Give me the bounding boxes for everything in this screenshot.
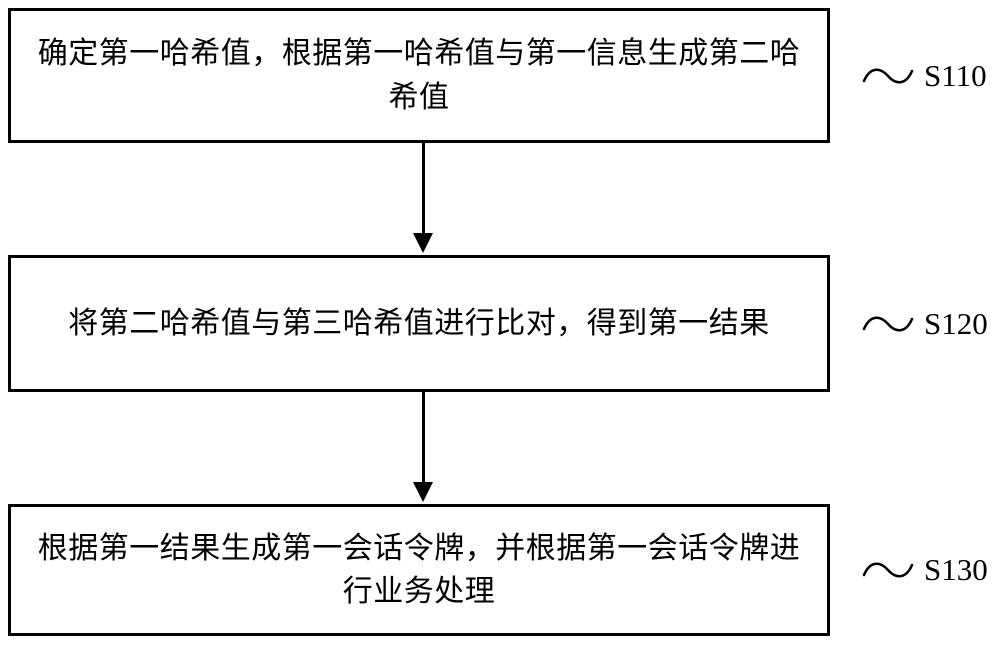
arrow-head-icon xyxy=(413,482,433,502)
step-label-group-s120: S120 xyxy=(862,306,988,342)
step-box-s120: 将第二哈希值与第三哈希值进行比对，得到第一结果 xyxy=(8,255,830,392)
step-label-s130: S130 xyxy=(924,552,988,587)
arrow-down-1 xyxy=(8,143,838,255)
step-text-s110: 确定第一哈希值，根据第一哈希值与第一信息生成第二哈希值 xyxy=(37,37,801,114)
step-row-s130: 根据第一结果生成第一会话令牌，并根据第一会话令牌进行业务处理 S130 xyxy=(0,504,1000,636)
step-row-s110: 确定第一哈希值，根据第一哈希值与第一信息生成第二哈希值 S110 xyxy=(0,8,1000,143)
step-label-group-s130: S130 xyxy=(862,552,988,588)
arrow-head-icon xyxy=(413,233,433,253)
step-box-s110: 确定第一哈希值，根据第一哈希值与第一信息生成第二哈希值 xyxy=(8,8,830,143)
step-label-s120: S120 xyxy=(924,305,988,341)
squiggle-connector-icon xyxy=(862,316,914,331)
step-row-s120: 将第二哈希值与第三哈希值进行比对，得到第一结果 S120 xyxy=(0,255,1000,392)
squiggle-connector-icon xyxy=(862,562,914,578)
step-text-s130: 根据第一结果生成第一会话令牌，并根据第一会话令牌进行业务处理 xyxy=(37,531,801,609)
step-label-group-s110: S110 xyxy=(862,58,987,94)
squiggle-connector-icon xyxy=(862,68,914,83)
arrow-line xyxy=(421,392,425,482)
step-label-s110: S110 xyxy=(924,57,987,93)
step-box-s130: 根据第一结果生成第一会话令牌，并根据第一会话令牌进行业务处理 xyxy=(8,504,830,636)
arrow-down-2 xyxy=(8,392,838,504)
step-text-s120: 将第二哈希值与第三哈希值进行比对，得到第一结果 xyxy=(68,306,770,340)
arrow-line xyxy=(421,143,425,233)
